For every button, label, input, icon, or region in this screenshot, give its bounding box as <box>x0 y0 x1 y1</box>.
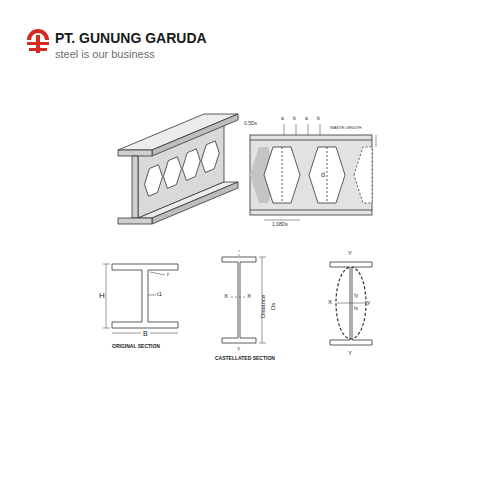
axis-label: y <box>367 299 370 305</box>
dimension-label: a <box>305 116 308 121</box>
dimension-label: Distance <box>260 294 266 317</box>
dimension-label: b <box>293 116 296 121</box>
tagline: steel is our business <box>55 49 155 60</box>
isometric-beam <box>118 114 238 224</box>
dimension-label: t1 <box>157 291 162 297</box>
axis-label: Y <box>348 350 352 356</box>
axis-label: Y <box>348 250 352 256</box>
castellated-elevation <box>250 124 376 220</box>
dimension-label: b <box>317 116 320 121</box>
dimension-label: 0.5Ds <box>244 121 257 126</box>
dimension-label: d <box>321 171 325 178</box>
logo-mark <box>27 29 49 53</box>
original-section <box>103 264 178 333</box>
castellated-section <box>222 250 266 343</box>
dimension-label: 1.08Ds <box>272 222 288 227</box>
company-name: PT. GUNUNG GARUDA <box>55 31 207 45</box>
dimension-label: Ds <box>270 302 276 309</box>
dimension-label: WASTE LENGTH <box>330 126 361 130</box>
section-caption: ORIGINAL SECTION <box>112 344 160 349</box>
axis-label: X <box>224 293 228 299</box>
inertia-section <box>330 262 372 345</box>
axis-label: Y <box>237 347 240 352</box>
axis-label: Iy <box>354 293 358 298</box>
dimension-label: r <box>167 271 169 277</box>
web-hole <box>182 149 200 181</box>
web-hole <box>144 165 162 197</box>
axis-label: X <box>247 293 251 299</box>
axis-label: Ix <box>354 306 358 311</box>
dimension-label: H <box>99 292 105 300</box>
dimension-label: B <box>143 330 148 337</box>
section-caption: CASTELLATED SECTION <box>215 356 275 361</box>
web-hole <box>201 141 219 173</box>
web-hole <box>163 157 181 189</box>
dimension-label: a <box>281 116 284 121</box>
axis-label: X <box>328 299 332 305</box>
